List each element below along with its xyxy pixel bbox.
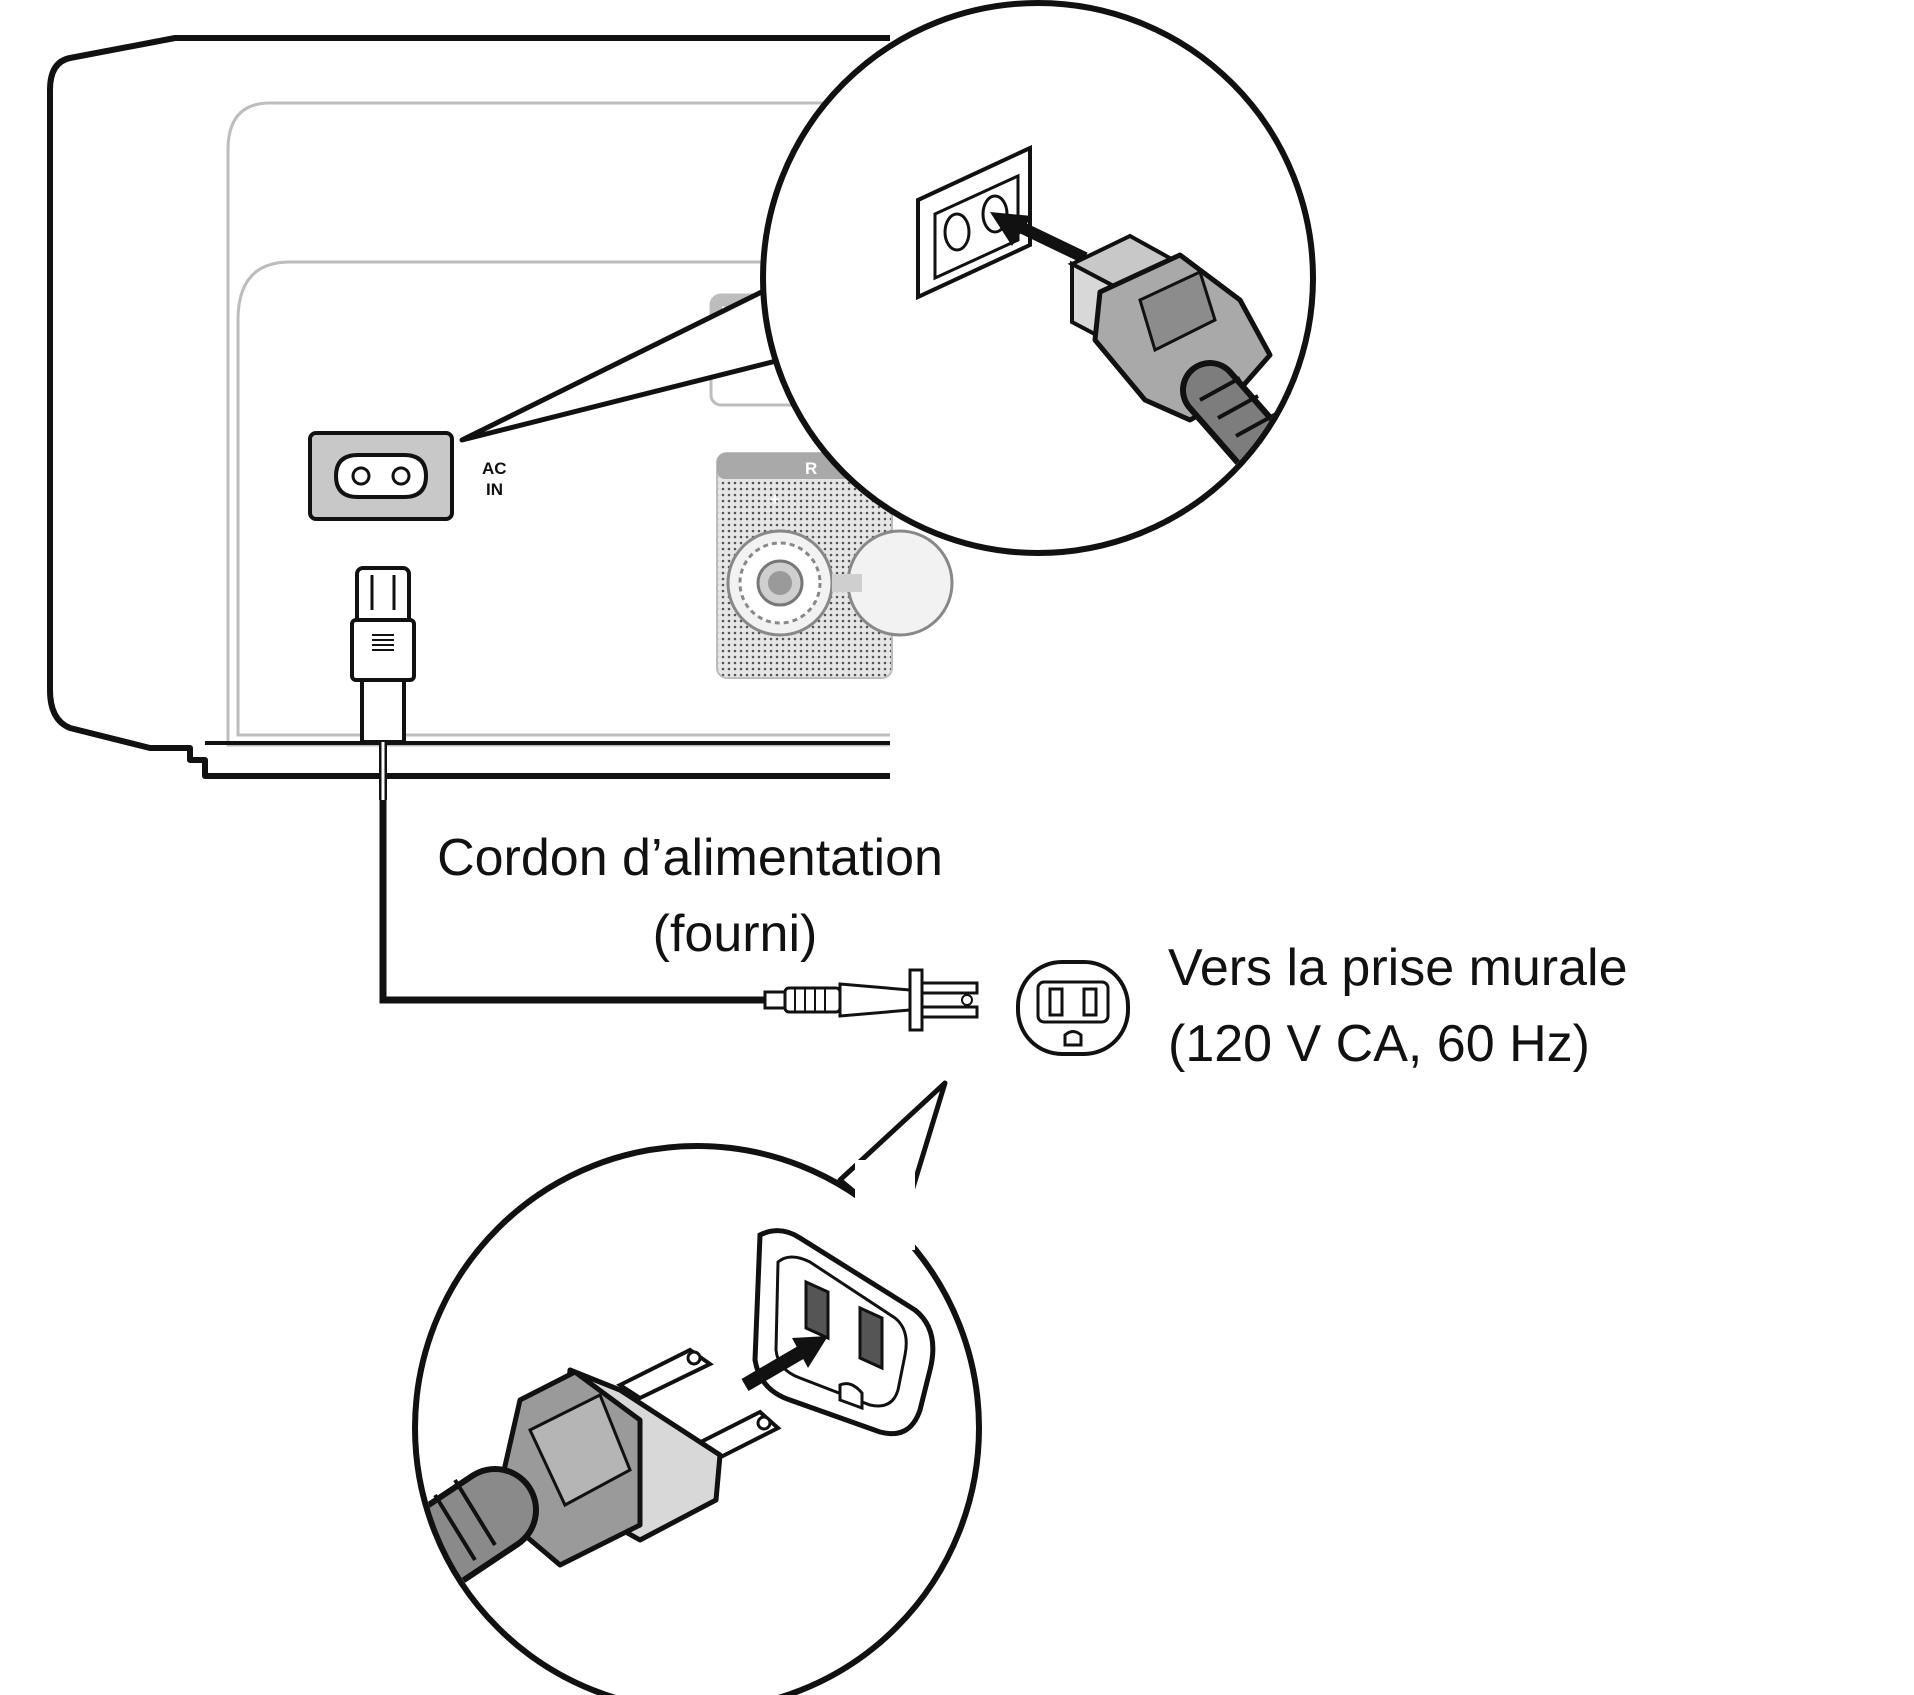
speaker-tag: R — [805, 459, 817, 478]
power-cord-label-line2: (fourni) — [652, 905, 818, 963]
zoom-ac-inlet — [916, 144, 1032, 301]
zoom-power-connector — [1067, 233, 1310, 500]
speaker-terminal-plus: + — [726, 490, 834, 637]
wall-outlet-label: Vers la prise murale (120 V CA, 60 Hz) — [1168, 930, 1628, 1082]
power-cord-label-line1: Cordon d’alimentation — [437, 829, 943, 887]
zoom-wall-outlet — [752, 1228, 936, 1437]
power-cord — [350, 566, 979, 1032]
ac-in-label-line1: AC — [482, 459, 507, 478]
top-callout-pointer — [459, 275, 793, 443]
wall-outlet-icon — [1016, 960, 1130, 1056]
wall-plug — [763, 968, 979, 1032]
wall-outlet-label-line1: Vers la prise murale — [1168, 939, 1628, 997]
device-rear-panel — [47, 35, 890, 779]
speaker-terminal-minus — [846, 529, 954, 637]
wall-outlet-label-line2: (120 V CA, 60 Hz) — [1168, 1015, 1590, 1073]
ac-in-label-line2: IN — [486, 480, 503, 499]
ac-inlet: AC IN — [308, 431, 507, 521]
bottom-zoom-circle — [412, 1143, 982, 1695]
svg-text:+: + — [770, 490, 780, 509]
top-zoom-circle — [760, 0, 1316, 556]
plug-in-arrow-icon — [741, 1343, 809, 1392]
power-cord-label: Cordon d’alimentation (fourni) — [410, 820, 970, 972]
